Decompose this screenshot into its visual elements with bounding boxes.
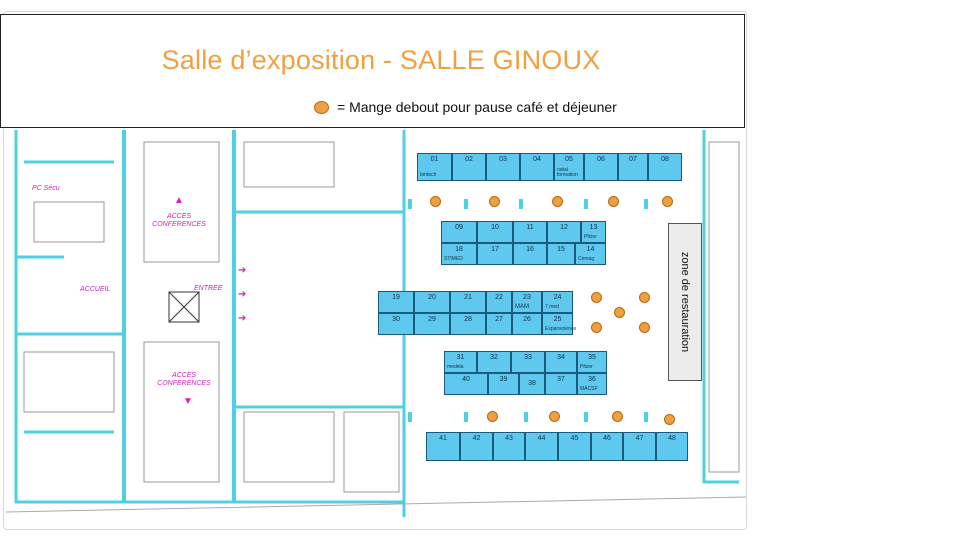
booth[interactable]: 27 (486, 313, 512, 335)
booth[interactable]: 16 (513, 243, 547, 265)
booth[interactable]: 04 (520, 153, 554, 181)
mange-debout-table (487, 411, 498, 422)
booth[interactable]: 41 (426, 432, 460, 461)
booth[interactable]: 45 (558, 432, 591, 461)
entree-arrow-icon: ➔ (238, 313, 247, 324)
booth[interactable]: 42 (460, 432, 493, 461)
booth[interactable]: 10 (477, 221, 513, 243)
mange-debout-table (614, 307, 625, 318)
mange-debout-table (552, 196, 563, 207)
mange-debout-table (549, 411, 560, 422)
zone-de-restauration-label: zone de restauration (679, 251, 691, 353)
booth[interactable]: 15 (547, 243, 575, 265)
mange-debout-table (639, 322, 650, 333)
page-title: Salle d’exposition - SALLE GINOUX (161, 45, 601, 75)
mange-debout-table (664, 414, 675, 425)
mange-debout-table (612, 411, 623, 422)
booth[interactable]: 38 (519, 373, 545, 395)
zone-de-restauration: zone de restauration (668, 223, 702, 381)
legend-text: = Mange debout pour pause café et déjeun… (337, 99, 617, 115)
booth[interactable]: 20 (414, 291, 450, 313)
booth[interactable]: 19 (378, 291, 414, 313)
mange-debout-table (430, 196, 441, 207)
pc-secu-label: PC Sécu (32, 185, 60, 192)
booth[interactable]: 02 (452, 153, 486, 181)
entree-arrow-icon: ➔ (238, 289, 247, 300)
entree-label: ENTREE (194, 285, 223, 292)
mange-debout-table (608, 196, 619, 207)
mange-debout-table (639, 292, 650, 303)
acces-conferences-bottom: ACCES CONFERENCES (157, 372, 211, 387)
booth[interactable]: 21 (450, 291, 486, 313)
booth[interactable]: 11 (513, 221, 547, 243)
booth[interactable]: 34 (545, 351, 577, 373)
mange-debout-table (591, 322, 602, 333)
booth[interactable]: 30 (378, 313, 414, 335)
booth[interactable]: 26 (512, 313, 542, 335)
accueil-label: ACCUEIL (80, 286, 111, 293)
booth[interactable]: 22 (486, 291, 512, 313)
booth[interactable]: 37 (545, 373, 577, 395)
booth[interactable]: 08 (648, 153, 682, 181)
booth[interactable]: 32 (477, 351, 511, 373)
booth[interactable]: 48 (656, 432, 688, 461)
booth[interactable]: 12 (547, 221, 581, 243)
mange-debout-table (591, 292, 602, 303)
mange-debout-table (489, 196, 500, 207)
mange-debout-legend-dot (314, 101, 329, 114)
arrow-up-icon: ▲ (174, 195, 184, 206)
booth[interactable]: 29 (414, 313, 450, 335)
floor-plan-drawing (5, 130, 746, 517)
header-box: Salle d’exposition - SALLE GINOUX = Mang… (0, 14, 745, 128)
booth[interactable]: 46 (591, 432, 623, 461)
arrow-down-icon: ▼ (183, 396, 193, 407)
booth[interactable]: 39 (488, 373, 519, 395)
entree-arrow-icon: ➔ (238, 265, 247, 276)
booth[interactable]: 09 (441, 221, 477, 243)
booth[interactable]: 33 (511, 351, 545, 373)
booth[interactable]: 06 (584, 153, 618, 181)
mange-debout-table (662, 196, 673, 207)
booth[interactable]: 40 (444, 373, 488, 395)
booth[interactable]: 44 (525, 432, 558, 461)
booth[interactable]: 17 (477, 243, 513, 265)
acces-conferences-top: ACCES CONFERENCES (152, 213, 206, 228)
booth[interactable]: 28 (450, 313, 486, 335)
booth[interactable]: 43 (493, 432, 525, 461)
booth[interactable]: 47 (623, 432, 656, 461)
booth[interactable]: 03 (486, 153, 520, 181)
booth[interactable]: 07 (618, 153, 648, 181)
